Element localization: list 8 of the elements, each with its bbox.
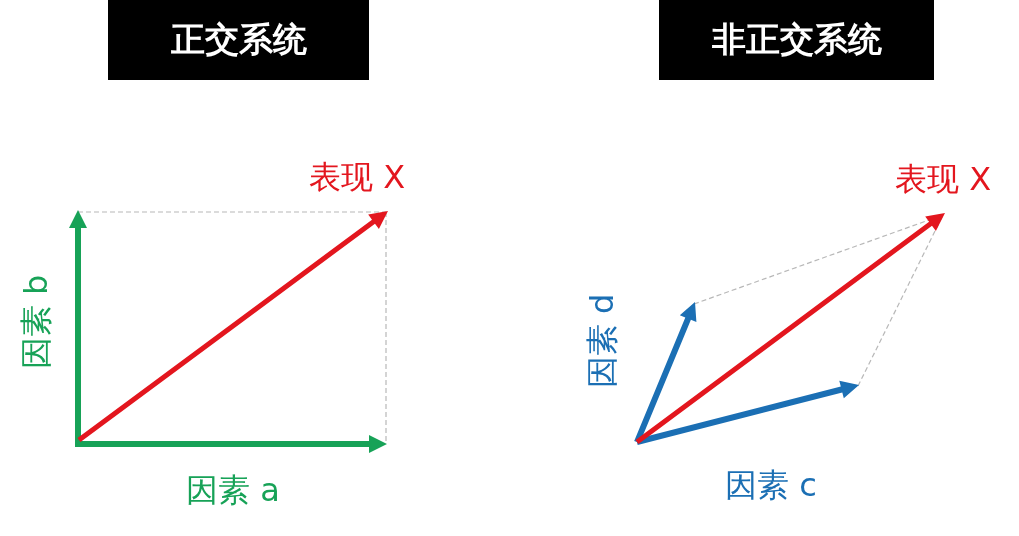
vector-label: 因素 c [725,468,817,504]
heading-banner: 正交系统 [108,0,369,80]
heading-banner: 非正交系统 [659,0,934,80]
vector-label: 表现 X [308,160,406,196]
vector-label: 因素 b [19,274,55,370]
vector-label: 因素 d [585,293,621,389]
vector-label: 表现 X [894,162,992,198]
vector-label: 因素 a [186,473,280,509]
